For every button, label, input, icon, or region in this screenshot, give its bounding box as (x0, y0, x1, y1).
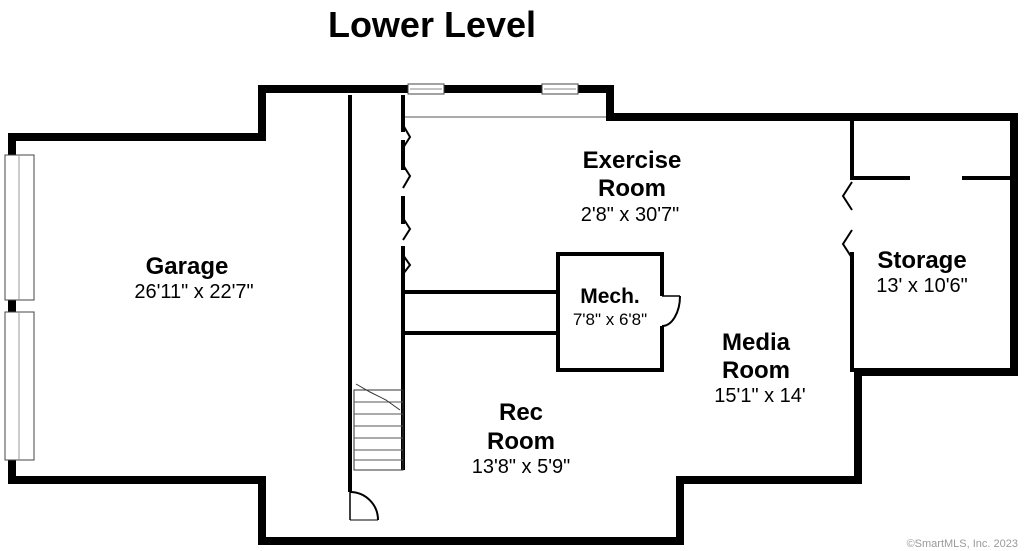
storage-name: Storage (877, 247, 966, 274)
garage-windows (4, 154, 35, 461)
plan-title: Lower Level (328, 4, 536, 45)
rec-name-line2: Room (487, 428, 555, 455)
rec-name-line1: Rec (499, 399, 543, 426)
exercise-name-line1: Exercise (583, 147, 682, 174)
garage-label: Garage 26'11" x 22'7" (134, 253, 253, 303)
exercise-windows (407, 83, 579, 95)
exercise-dims: 2'8" x 30'7" (581, 204, 680, 226)
bifold-doors (402, 124, 412, 275)
media-name-line1: Media (722, 329, 791, 356)
storage-bifold-doors (841, 181, 853, 259)
media-name-line2: Room (722, 357, 790, 384)
garage-door-swing (349, 491, 379, 521)
mech-room-label: Mech. 7'8" x 6'8" (573, 285, 647, 329)
exercise-name-line2: Room (598, 175, 666, 202)
exterior-walls (8, 85, 1018, 545)
mech-door (659, 295, 681, 327)
media-dims: 15'1" x 14' (714, 385, 805, 407)
garage-name: Garage (146, 253, 229, 280)
storage-label: Storage 13' x 10'6" (876, 247, 967, 297)
copyright-notice: ©SmartMLS, Inc. 2023 (907, 538, 1018, 550)
garage-dims: 26'11" x 22'7" (134, 281, 253, 303)
rec-dims: 13'8" x 5'9" (472, 456, 571, 478)
storage-dims: 13' x 10'6" (876, 275, 967, 297)
stairs (353, 383, 404, 471)
exercise-room-label: Exercise Room 2'8" x 30'7" (581, 147, 682, 226)
rec-room-label: Rec Room 13'8" x 5'9" (472, 399, 571, 478)
media-room-label: Media Room 15'1" x 14' (714, 329, 805, 407)
mech-dims: 7'8" x 6'8" (573, 310, 647, 329)
mech-name: Mech. (580, 285, 640, 308)
